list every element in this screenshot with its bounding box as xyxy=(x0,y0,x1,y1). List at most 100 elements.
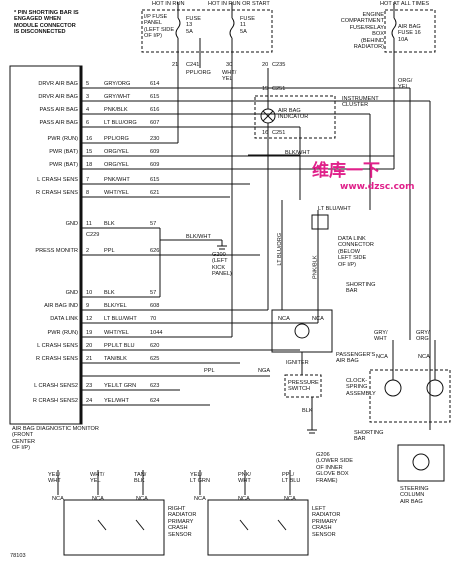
hot-at-all-times-label: HOT AT ALL TIMES xyxy=(380,1,430,7)
pin-16: 16 xyxy=(262,130,269,136)
nca-label: NCA xyxy=(376,354,388,360)
fuse16-symbol xyxy=(391,17,397,39)
module-pin-number: 4 xyxy=(86,107,90,113)
module-pin-label: DATA LINK xyxy=(50,316,78,322)
steering-airbag-label: STEERING COLUMN AIR BAG xyxy=(400,486,429,505)
ip-fuse-panel-label: I/P FUSE PANEL (LEFT SIDE OF I/P) xyxy=(144,14,175,40)
igniter-label: IGNITER xyxy=(286,360,309,366)
hot-in-run-label: HOT IN RUN xyxy=(152,1,185,7)
module-circuit-number: 620 xyxy=(150,343,160,349)
module-circuit-number: 625 xyxy=(150,356,160,362)
igniter-symbol xyxy=(294,323,310,339)
wire-yel-ltgrn-bottom: YEL/ LT GRN xyxy=(190,472,210,485)
module-pin-number: 20 xyxy=(86,343,93,349)
module-pin-label: GND xyxy=(65,221,78,227)
wire-tan-blk-bottom: TAN/ BLK xyxy=(134,472,147,485)
module-pin-label: DRVR AIR BAG xyxy=(38,81,78,87)
fuse13-label: FUSE 13 5A xyxy=(186,16,201,35)
module-pin-number: 21 xyxy=(86,356,93,362)
module-pin-label: L CRASH SENS xyxy=(37,343,78,349)
fuse16-label: AIR BAG FUSE 16 10A xyxy=(398,24,421,43)
module-wire-color: PNK/BLK xyxy=(104,107,128,113)
nca-label: NCA xyxy=(52,496,64,502)
module-pin-number: 6 xyxy=(86,120,90,126)
right-sensor-box xyxy=(63,499,165,556)
left-sensor-box xyxy=(207,499,309,556)
wire-blk-wht-right: BLK/WHT xyxy=(285,150,310,156)
module-wire-color: TAN/BLK xyxy=(104,356,127,362)
engine-compartment-box-label: ENGINE COMPARTMENT FUSE/RELAY BOX (BEHIN… xyxy=(340,12,384,51)
wire-yel-wht-bottom: YEL/ WHT xyxy=(48,472,61,485)
module-circuit-number: 623 xyxy=(150,383,160,389)
module-circuit-number: 230 xyxy=(150,136,160,142)
module-pin-label: DRVR AIR BAG xyxy=(38,94,78,100)
figure-id: 78103 xyxy=(10,553,26,559)
g200-label: G200 (LEFT KICK PANEL) xyxy=(212,252,232,278)
module-pin-label: L CRASH SENS xyxy=(37,177,78,183)
module-pin-label: PWR (RUN) xyxy=(47,330,78,336)
module-pin-number: 10 xyxy=(86,290,93,296)
module-pin-label: PRESS MONITR xyxy=(35,248,78,254)
wire-wht-yel-bottom: WHT/ YEL xyxy=(90,472,105,485)
wire-pnk-blk: PNK/BLK xyxy=(312,255,319,280)
module-pin-number: 9 xyxy=(86,303,90,309)
module-pin-number: 23 xyxy=(86,383,93,389)
module-circuit-number: 614 xyxy=(150,81,160,87)
module-wire-color: BLK xyxy=(104,290,115,296)
data-link-connector-label: DATA LINK CONNECTOR (BELOW LEFT SIDE OF … xyxy=(338,236,374,268)
module-circuit-number: 621 xyxy=(150,190,160,196)
module-pin-label: AIR BAG IND xyxy=(44,303,78,309)
hot-in-run-or-start-label: HOT IN RUN OR START xyxy=(208,1,270,7)
module-pin-label: PASS AIR BAG xyxy=(39,120,78,126)
module-pin-number: 11 xyxy=(86,221,92,227)
module-pin-label: PASS AIR BAG xyxy=(39,107,78,113)
module-wire-color: BLK xyxy=(104,221,115,227)
instrument-cluster-box xyxy=(254,95,336,139)
connector-c241: C241 xyxy=(186,62,200,68)
right-sensor-label: RIGHT RADIATOR PRIMARY CRASH SENSOR xyxy=(168,506,197,538)
nca-label: NCA xyxy=(418,354,430,360)
wire-gry-org: GRY/ ORG xyxy=(416,330,430,343)
connector-c251-top: C251 xyxy=(272,86,286,92)
pin-15: 15 xyxy=(262,86,269,92)
wire-blk-wht-g200: BLK/WHT xyxy=(186,234,211,240)
module-circuit-number: 615 xyxy=(150,177,160,183)
module-pin-number: 19 xyxy=(86,330,93,336)
g206-label: G206 (LOWER SIDE OF INNER GLOVE BOX FRAM… xyxy=(316,452,353,484)
left-sensor-label: LEFT RADIATOR PRIMARY CRASH SENSOR xyxy=(312,506,341,538)
module-pin-number: 16 xyxy=(86,136,93,142)
pin-21: 21 xyxy=(172,62,179,68)
module-circuit-number: 626 xyxy=(150,248,160,254)
connector-c251-bottom: C251 xyxy=(272,130,286,136)
watermark-url: www.dzsc.com xyxy=(340,182,415,192)
module-pin-label: PWR (BAT) xyxy=(49,162,78,168)
module-wire-color: ORG/YEL xyxy=(104,149,129,155)
passengers-airbag-label: PASSENGER'S AIR BAG xyxy=(336,352,376,365)
nca-label: NCA xyxy=(136,496,148,502)
module-circuit-number: 57 xyxy=(150,290,157,296)
module-wire-color: ORG/YEL xyxy=(104,162,129,168)
nca-label: NCA xyxy=(238,496,250,502)
nca-label: NCA xyxy=(194,496,206,502)
fuse13-symbol xyxy=(175,17,181,39)
module-pin-label: R CRASH SENS xyxy=(36,356,78,362)
clock-spring-label: CLOCK- SPRING ASSEMBLY xyxy=(346,378,376,397)
module-caption: AIR BAG DIAGNOSTIC MONITOR (FRONT CENTER… xyxy=(12,426,99,452)
module-pin-number: 3 xyxy=(86,94,90,100)
clock-spring-box xyxy=(369,369,451,423)
module-pin-number: 2 xyxy=(86,248,90,254)
module-pin-label: PWR (BAT) xyxy=(49,149,78,155)
module-wire-color: LT BLU/ORG xyxy=(104,120,137,126)
fuse11-label: FUSE 11 5A xyxy=(240,16,255,35)
module-connector-bar xyxy=(79,65,83,425)
wire-lt-blu-wht: LT BLU/WHT xyxy=(318,206,351,212)
nca-label: NCA xyxy=(312,316,324,322)
module-circuit-number: 609 xyxy=(150,149,160,155)
wire-gry-wht: GRY/ WHT xyxy=(374,330,388,343)
wire-org-yel-top: ORG/ YEL xyxy=(398,78,413,91)
module-circuit-number: 1044 xyxy=(150,330,163,336)
nca-label: NCA xyxy=(284,496,296,502)
ip-fuse-panel-box xyxy=(141,9,273,53)
wire-lt-blu-org: LT BLU/ORG xyxy=(277,232,284,266)
module-wire-color: PPL xyxy=(104,248,115,254)
